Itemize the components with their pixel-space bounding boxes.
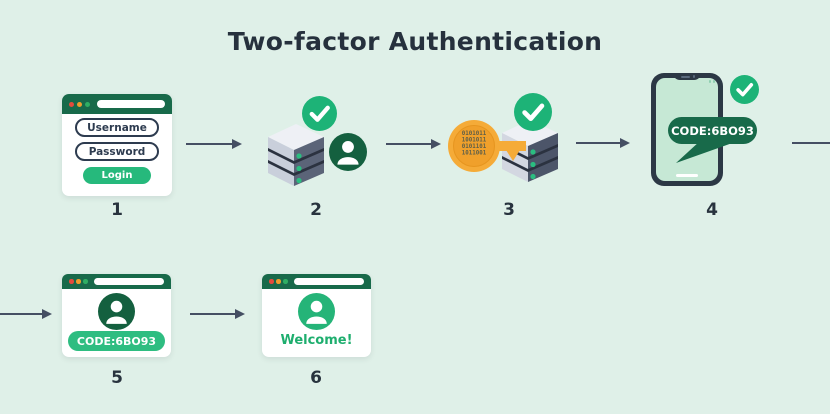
- step1-login-window: Username Password Login: [62, 94, 172, 196]
- window-control-dot-orange-icon: [77, 101, 82, 107]
- sms-bubble: CODE:6BO93: [668, 117, 757, 144]
- window-control-dot-orange-icon: [276, 279, 281, 284]
- key-icon: 0101011 1001011 0101101 1011001: [448, 118, 526, 174]
- check-icon: [514, 93, 552, 131]
- window-control-dot-green-icon: [85, 101, 90, 107]
- binary-line-4: 1011001: [462, 151, 487, 157]
- phone-speaker-icon: [681, 75, 690, 78]
- flow-arrow-5-6: [190, 308, 245, 319]
- username-field: Username: [75, 118, 159, 137]
- step-number-6: 6: [310, 368, 322, 388]
- home-indicator: [676, 174, 698, 177]
- phone-notch: [673, 73, 701, 80]
- window-control-dot-green-icon: [83, 279, 88, 284]
- address-bar: [97, 100, 165, 108]
- step-number-2: 2: [310, 200, 322, 220]
- step-number-4: 4: [706, 200, 718, 220]
- window-control-dot-orange-icon: [76, 279, 81, 284]
- binary-line-1: 0101011: [462, 131, 487, 137]
- step-number-3: 3: [503, 200, 515, 220]
- sms-bubble-tail: [672, 141, 742, 165]
- browser-titlebar: [62, 94, 172, 114]
- binary-line-2: 1001011: [462, 138, 487, 144]
- window-control-dot-red-icon: [69, 279, 74, 284]
- phone-camera-icon: [692, 75, 695, 78]
- window-control-dot-red-icon: [269, 279, 274, 284]
- status-dots-icon: [708, 80, 715, 83]
- window-control-dot-red-icon: [69, 101, 74, 107]
- step-number-5: 5: [111, 368, 123, 388]
- step6-welcome-window: Welcome!: [262, 274, 371, 357]
- address-bar: [94, 278, 164, 285]
- flow-arrow-wrap-out: [792, 142, 830, 144]
- flow-arrow-wrap-in: [0, 308, 52, 319]
- welcome-message: Welcome!: [280, 333, 353, 348]
- flow-arrow-2-3: [386, 138, 441, 149]
- server-icon: [266, 124, 326, 188]
- window-control-dot-green-icon: [283, 279, 288, 284]
- flow-arrow-1-2: [186, 138, 242, 149]
- flow-arrow-3-4: [576, 137, 630, 148]
- check-icon: [730, 75, 759, 104]
- code-pill: CODE:6BO93: [68, 331, 165, 351]
- step5-code-window: CODE:6BO93: [62, 274, 171, 357]
- check-icon: [302, 96, 337, 131]
- user-icon: [98, 293, 135, 330]
- address-bar: [294, 278, 364, 285]
- binary-line-3: 0101101: [462, 144, 487, 150]
- diagram-title: Two-factor Authentication: [227, 27, 603, 56]
- user-icon: [298, 293, 335, 330]
- password-field: Password: [75, 142, 159, 161]
- browser-titlebar: [62, 274, 171, 289]
- login-button: Login: [83, 167, 151, 184]
- step-number-1: 1: [111, 200, 123, 220]
- user-icon: [329, 133, 367, 171]
- browser-titlebar: [262, 274, 371, 289]
